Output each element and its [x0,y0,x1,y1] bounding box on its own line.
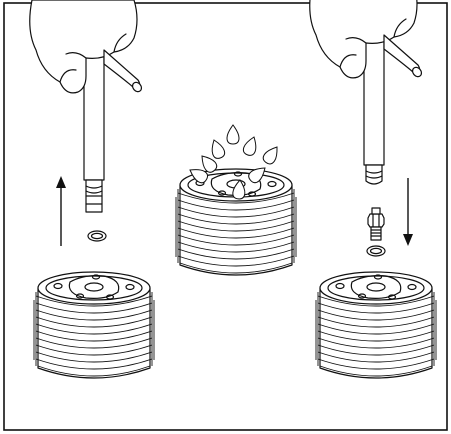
hand-icon [310,0,424,184]
arrow-down-icon [403,178,413,246]
cylinder-head-icon [34,272,154,378]
arrow-up-icon [56,176,66,246]
glow-plug-icon [368,208,384,240]
panel-remove [30,0,154,378]
o-ring-washer-icon [88,231,106,241]
cylinder-head-icon [316,272,436,378]
panel-clean [176,125,296,275]
panel-install [310,0,436,378]
hand-icon [30,0,144,199]
glow-plug-wrench-icon [86,196,102,212]
o-ring-washer-icon [367,246,385,256]
